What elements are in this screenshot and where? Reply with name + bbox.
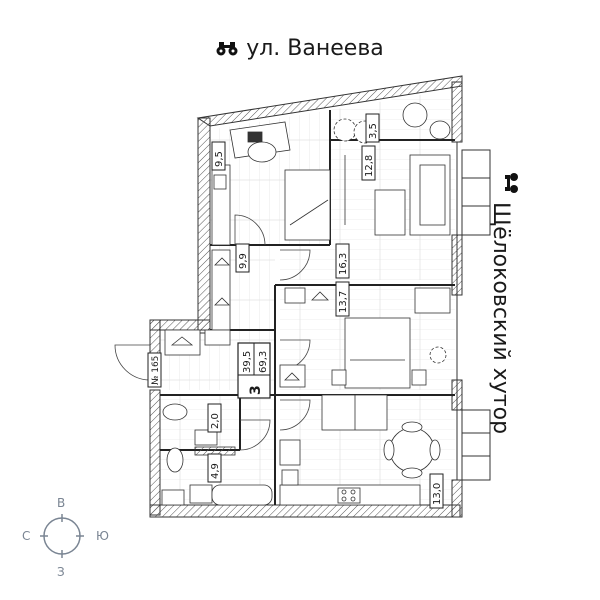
street-label-top: ул. Ванеева [0,36,600,62]
coffee-table [374,189,406,236]
area-labels: 9,5 3,5 12,8 16,3 9,9 13,7 2,0 4,9 13,0 [207,113,444,509]
compass-south: З [57,565,65,579]
svg-text:№ 165: № 165 [151,356,161,385]
compass-north: В [57,496,66,510]
svg-text:13,7: 13,7 [338,291,349,313]
outer-walls [149,75,491,518]
compass-west: С [22,529,31,543]
svg-text:16,3: 16,3 [338,253,349,275]
street-name-top: ул. Ванеева [246,36,384,61]
svg-text:12,8: 12,8 [364,155,375,177]
doors [114,214,311,451]
apartment-summary: 39,5 69,3 3 [237,342,271,399]
compass-icon [40,514,84,558]
street-label-right: Щёлоковский хутор [488,172,533,442]
compass: В С Ю З [20,490,120,590]
apartment-number: № 165 [147,352,162,388]
binoculars-icon [216,37,238,62]
svg-text:13,0: 13,0 [432,483,443,505]
toilet [162,403,188,421]
svg-text:39,5: 39,5 [242,351,253,373]
bed [344,317,411,389]
chair [247,141,277,163]
svg-text:2,0: 2,0 [210,413,221,429]
svg-text:4,9: 4,9 [210,463,221,479]
kitchen-sofa [321,394,388,431]
svg-text:3,5: 3,5 [368,123,379,139]
bathtub [211,484,273,506]
svg-text:3: 3 [248,385,264,395]
svg-text:9,9: 9,9 [238,253,249,269]
compass-east: Ю [96,529,109,543]
svg-text:9,5: 9,5 [214,151,225,167]
svg-text:69,3: 69,3 [258,351,269,373]
bed [284,169,331,241]
furniture [161,102,451,506]
dining-table [389,427,435,473]
binoculars-icon [503,172,519,198]
